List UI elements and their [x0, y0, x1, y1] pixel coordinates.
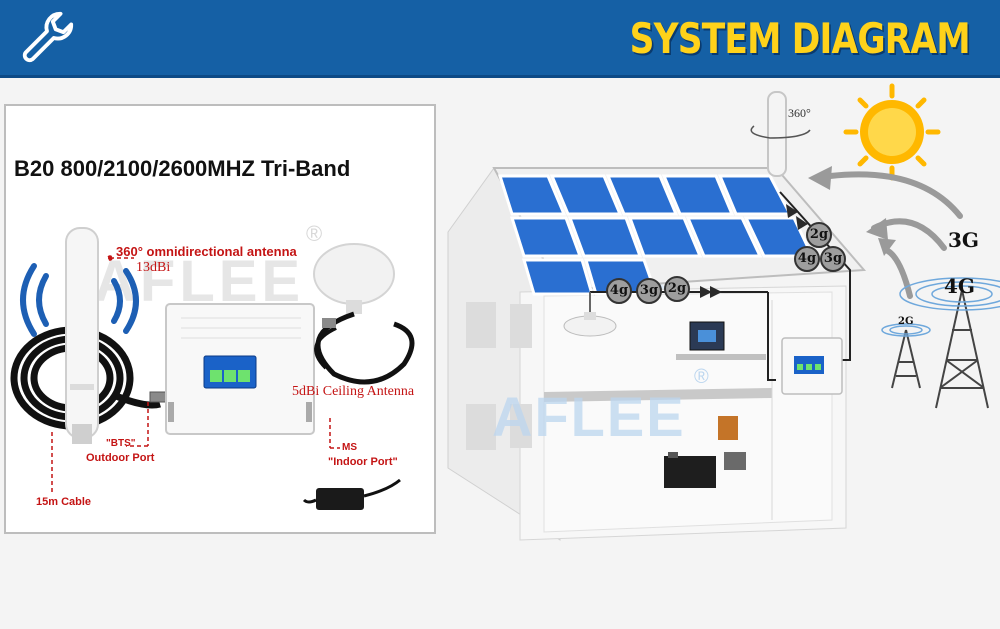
ceiling-badge-3g: 3g: [636, 278, 662, 304]
signal-2g-label: 2G: [898, 316, 914, 327]
roof-badge-3g: 3g: [820, 246, 846, 272]
outdoor-antenna-gain: 13dBi: [136, 260, 170, 276]
ceiling-antenna-label: 5dBi Ceiling Antenna: [292, 384, 414, 400]
battery: [664, 456, 716, 488]
power-adapter: [304, 480, 400, 510]
signal-4g-label: 4G: [944, 274, 975, 298]
sun-icon: [846, 86, 938, 178]
booster-unit: [166, 304, 314, 434]
ceiling-badge-4g: 4g: [606, 278, 632, 304]
cell-tower-large: [936, 290, 988, 408]
roof-badge-2g: 2g: [806, 222, 832, 248]
ceiling-badge-2g: 2g: [664, 276, 690, 302]
outdoor-antenna: [66, 228, 98, 444]
ms-label: MS: [342, 442, 357, 453]
outdoor-port-label: Outdoor Port: [86, 452, 154, 464]
tower-signal-rings: [882, 278, 1000, 336]
indoor-booster: [782, 338, 842, 394]
controller-box: [718, 416, 738, 440]
registered-mark: ®: [306, 221, 322, 246]
bts-port-label: "BTS": [106, 438, 135, 449]
cable-label: 15m Cable: [36, 496, 91, 508]
diagram-registered-mark: ®: [694, 366, 709, 389]
outdoor-antenna-label: 360° omnidirectional antenna: [116, 244, 297, 259]
product-illustration: AFLEE ®: [6, 106, 434, 532]
cell-tower-small: [892, 330, 920, 388]
product-panel: B20 800/2100/2600MHZ Tri-Band AFLEE ®: [4, 104, 436, 534]
wrench-icon: [18, 8, 76, 66]
roof-badge-4g: 4g: [794, 246, 820, 272]
roof-antenna: [751, 92, 810, 176]
header-bar: SYSTEM DIAGRAM: [0, 0, 1000, 78]
ceiling-antenna: [314, 244, 412, 382]
inverter-box: [724, 452, 746, 470]
signal-3g-label: 3G: [948, 228, 979, 252]
rotation-label: 360°: [788, 106, 811, 121]
diagram-watermark: AFLEE: [492, 384, 686, 449]
indoor-port-label: "Indoor Port": [328, 456, 398, 468]
page-title: SYSTEM DIAGRAM: [630, 14, 970, 63]
system-diagram: [440, 80, 1000, 629]
